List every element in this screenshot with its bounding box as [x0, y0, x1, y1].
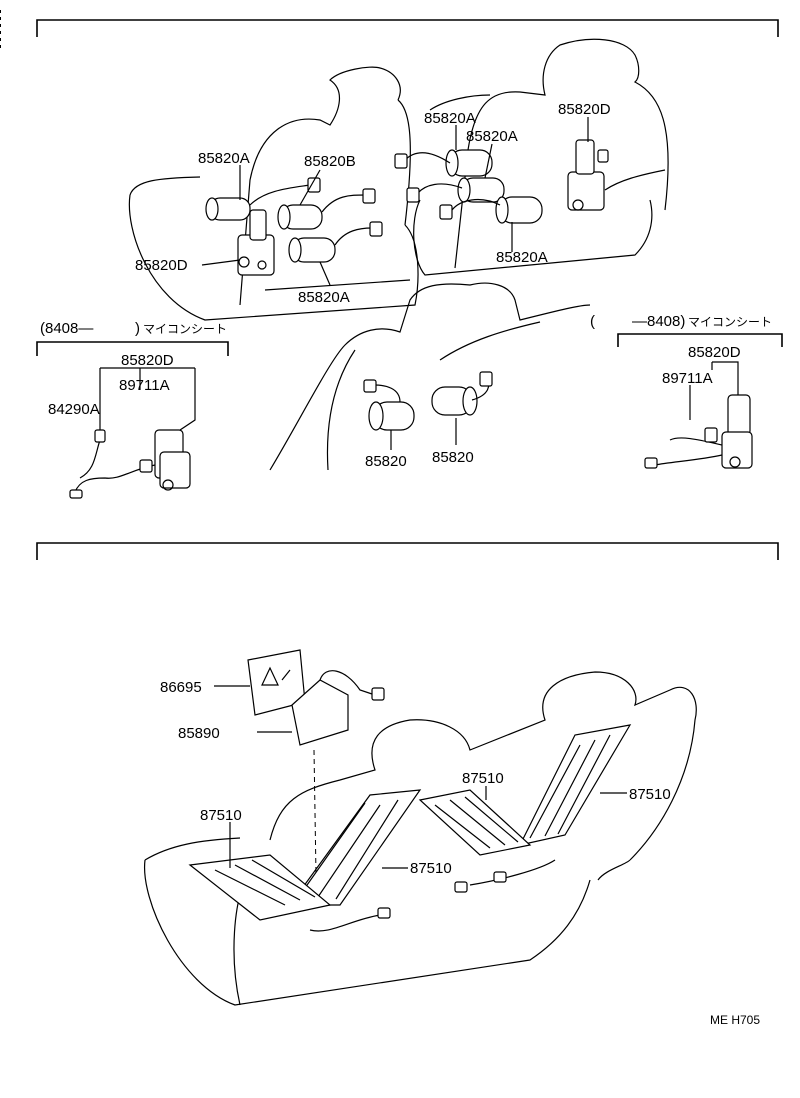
inset-note: マイコンシート — [688, 315, 772, 329]
callout-85820a: 85820A — [198, 150, 250, 167]
heater-harness — [309, 859, 556, 932]
inset-range-close: ) — [135, 320, 140, 337]
callout-85820a: 85820A — [298, 289, 350, 306]
motor-85820d-left — [237, 209, 275, 276]
motor-85820a-left — [205, 177, 321, 221]
callout-87510: 87510 — [462, 770, 504, 787]
callout-85820a: 85820A — [466, 128, 518, 145]
motor-85820-1 — [363, 379, 415, 431]
right-inset-labels: ( —8408) マイコンシート 85820D 89711A — [590, 313, 772, 387]
callout-85890: 85890 — [178, 725, 220, 742]
callout-85820: 85820 — [432, 449, 474, 466]
motor-85820a-right-3 — [439, 196, 543, 224]
left-inset-labels: (8408— ) マイコンシート 85820D 89711A 84290A — [40, 320, 227, 418]
motor-85820-2 — [431, 371, 493, 416]
left-inset-bracket — [36, 341, 229, 441]
callout-85820d: 85820D — [135, 257, 188, 274]
bottom-section-frame — [36, 542, 779, 560]
right-inset-motor — [644, 394, 753, 469]
front-seat-left-outline — [128, 66, 419, 321]
bottom-labels: 86695 85890 87510 87510 87510 87510 — [160, 679, 671, 877]
inset-range-label: —8408) — [632, 313, 685, 330]
motor-85820d-right — [567, 139, 609, 211]
callout-85820a: 85820A — [424, 110, 476, 127]
inset-range-open: ( — [590, 313, 595, 330]
motor-85820a-right-2 — [406, 177, 505, 203]
seatback-heater-87510-right — [518, 724, 632, 846]
callout-86695: 86695 — [160, 679, 202, 696]
motor-85820a-right-1 — [394, 149, 493, 177]
controller-85890 — [291, 670, 385, 876]
callout-85820d: 85820D — [121, 352, 174, 369]
callout-89711a: 89711A — [662, 370, 713, 387]
rear-seat-outline — [269, 282, 591, 471]
top-labels: 85820A 85820B 85820D 85820A 85820A 85820… — [135, 101, 611, 470]
inset-range-label: (8408— — [40, 320, 93, 337]
left-inset-motor — [69, 429, 191, 499]
callout-87510: 87510 — [200, 807, 242, 824]
callout-87510: 87510 — [410, 860, 452, 877]
controller-bracket-86695 — [247, 649, 306, 716]
callout-89711a: 89711A — [119, 377, 170, 394]
callout-85820d: 85820D — [558, 101, 611, 118]
motor-85820a-lower — [288, 221, 383, 263]
leader-lines — [201, 117, 627, 869]
right-inset-bracket — [617, 333, 783, 420]
diagram-code: ME H705 — [710, 1013, 760, 1027]
callout-85820a: 85820A — [496, 249, 548, 266]
front-seat-right-outline — [413, 38, 669, 276]
callout-85820d: 85820D — [688, 344, 741, 361]
callout-84290a: 84290A — [48, 401, 100, 418]
callout-85820b: 85820B — [304, 153, 356, 170]
cushion-heater-87510-left — [188, 854, 332, 921]
cushion-heater-87510-right — [418, 789, 532, 856]
top-section-frame — [36, 19, 779, 37]
inset-note: マイコンシート — [143, 322, 227, 336]
rear-bench-seat-outline — [144, 671, 697, 1006]
motor-85820b — [277, 188, 376, 230]
callout-87510: 87510 — [629, 786, 671, 803]
callout-85820: 85820 — [365, 453, 407, 470]
